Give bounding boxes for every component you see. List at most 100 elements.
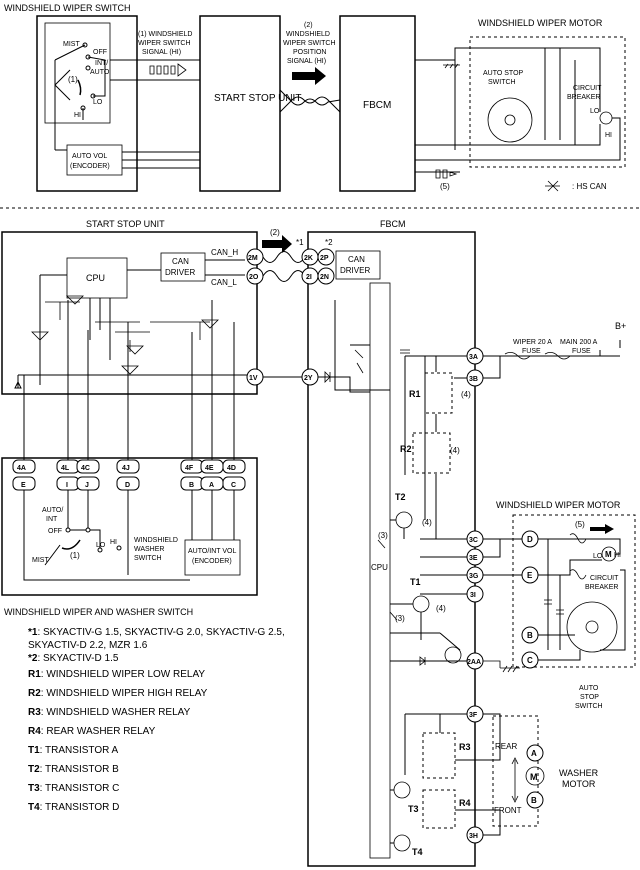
bottom-fbcm-box bbox=[307, 231, 476, 867]
svg-text:AUTO/INT VOL: AUTO/INT VOL bbox=[188, 548, 236, 555]
legend-row-0: *1: SKYACTIV-G 1.5, SKYACTIV-G 2.0, SKYA… bbox=[28, 627, 285, 638]
svg-text:A: A bbox=[209, 482, 214, 489]
svg-text:MIST: MIST bbox=[32, 557, 49, 564]
relay-r4-label: R4 bbox=[459, 798, 471, 808]
legend-row-8: T2: TRANSISTOR B bbox=[28, 764, 119, 775]
top-n1-label: (1) bbox=[68, 75, 78, 84]
motor-cb-2: BREAKER bbox=[585, 584, 618, 591]
bottom-cpu-box bbox=[66, 257, 128, 299]
legend-key: T3 bbox=[28, 783, 40, 794]
top-hs-can-label: : HS CAN bbox=[572, 182, 607, 191]
svg-text:3I: 3I bbox=[470, 592, 476, 599]
svg-text:SWITCH: SWITCH bbox=[134, 555, 162, 562]
top-sig1-line1: (1) WINDSHIELD bbox=[138, 31, 192, 38]
svg-text:(5): (5) bbox=[575, 520, 585, 529]
top-auto-vol-label-2: (ENCODER) bbox=[70, 163, 110, 170]
bottom-can-driver-1: CAN bbox=[172, 257, 189, 266]
top-auto-label: AUTO bbox=[90, 69, 110, 76]
svg-text:4L: 4L bbox=[61, 465, 70, 472]
fbcm-cpu-label: CPU bbox=[371, 563, 388, 572]
top-auto-vol-label: AUTO VOL bbox=[72, 153, 107, 160]
relay-r1 bbox=[424, 372, 453, 414]
bottom-ssu-title: START STOP UNIT bbox=[86, 219, 165, 229]
relay-r4 bbox=[422, 789, 456, 829]
washer-rear: REAR bbox=[495, 742, 517, 751]
fbcm-term-2N bbox=[317, 267, 335, 285]
svg-text:(3): (3) bbox=[378, 531, 388, 540]
svg-text:C: C bbox=[231, 482, 236, 489]
bottom-fbcm-title: FBCM bbox=[380, 219, 406, 229]
svg-text:3B: 3B bbox=[469, 376, 478, 383]
svg-text:M: M bbox=[605, 550, 612, 559]
svg-text:AUTO/: AUTO/ bbox=[42, 507, 63, 514]
legend-key: T2 bbox=[28, 764, 40, 775]
svg-text:D: D bbox=[527, 535, 533, 544]
top-start-stop-label: START STOP UNIT bbox=[214, 93, 301, 104]
legend-key: *2 bbox=[28, 653, 38, 664]
top-mist-label: MIST bbox=[63, 41, 80, 48]
svg-text:LO: LO bbox=[96, 542, 106, 549]
motor-cb-1: CIRCUIT bbox=[590, 575, 619, 582]
motor-autostop-disc bbox=[566, 601, 618, 653]
washer-term-A bbox=[526, 744, 544, 762]
switch-terminal-row-top bbox=[12, 459, 246, 474]
legend-row-1: SKYACTIV-D 2.2, MZR 1.6 bbox=[28, 640, 147, 651]
transistor-t1-label: T1 bbox=[410, 577, 421, 587]
legend-row-3: R1: WINDSHIELD WIPER LOW RELAY bbox=[28, 669, 205, 680]
legend-key: R1 bbox=[28, 669, 41, 680]
svg-text:(4): (4) bbox=[436, 604, 446, 613]
motor-autostop-3: SWITCH bbox=[575, 703, 603, 710]
top-circuit-breaker-label: CIRCUIT bbox=[573, 85, 602, 92]
top-off-label: OFF bbox=[93, 49, 107, 56]
fbcm-can-driver-box bbox=[335, 250, 381, 280]
legend-text: : SKYACTIV-G 1.5, SKYACTIV-G 2.0, SKYACT… bbox=[37, 627, 285, 638]
top-motor-m bbox=[599, 111, 613, 125]
svg-text:B: B bbox=[189, 482, 194, 489]
top-sig2-line5: SIGNAL (HI) bbox=[287, 58, 326, 65]
legend-row-9: T3: TRANSISTOR C bbox=[28, 783, 119, 794]
bottom-ssu-box bbox=[1, 231, 258, 395]
svg-text:M: M bbox=[530, 772, 538, 782]
top-wiper-switch-title: WINDSHIELD WIPER SWITCH bbox=[4, 3, 131, 13]
svg-text:(4): (4) bbox=[450, 446, 460, 455]
legend-row-10: T4: TRANSISTOR D bbox=[28, 802, 119, 813]
legend-row-2: *2: SKYACTIV-D 1.5 bbox=[28, 653, 118, 664]
legend-key: R4 bbox=[28, 726, 41, 737]
washer-motor-box bbox=[492, 715, 539, 827]
fuse-wiper-1: WIPER 20 A bbox=[513, 339, 552, 346]
top-auto-vol-box bbox=[66, 144, 123, 176]
bottom-can-l: CAN_L bbox=[211, 278, 237, 287]
legend-row-5: R3: WINDSHIELD WASHER RELAY bbox=[28, 707, 190, 718]
bottom-motor-title: WINDSHIELD WIPER MOTOR bbox=[496, 500, 621, 510]
bottom-n2: (2) bbox=[270, 228, 280, 237]
svg-text:C: C bbox=[527, 656, 533, 665]
legend-text: SKYACTIV-D 2.2, MZR 1.6 bbox=[28, 640, 148, 651]
motor-autostop-1: AUTO bbox=[579, 685, 599, 692]
top-start-stop-box bbox=[199, 15, 281, 192]
legend-text: : WINDSHIELD WIPER HIGH RELAY bbox=[40, 688, 208, 699]
washer-m-symbol bbox=[525, 766, 545, 786]
svg-text:CAN: CAN bbox=[348, 255, 365, 264]
svg-text:E: E bbox=[527, 571, 533, 580]
legend-row-6: R4: REAR WASHER RELAY bbox=[28, 726, 155, 737]
legend-text: : SKYACTIV-D 1.5 bbox=[37, 653, 119, 664]
svg-text:4J: 4J bbox=[122, 465, 130, 472]
svg-text:(4): (4) bbox=[461, 390, 471, 399]
svg-text:A: A bbox=[531, 749, 537, 758]
bottom-n2-arrow bbox=[262, 235, 292, 253]
top-sig2-line1: (2) bbox=[304, 22, 313, 29]
relay-r2 bbox=[412, 432, 451, 474]
svg-text:2O: 2O bbox=[249, 274, 259, 281]
legend-key: R3 bbox=[28, 707, 41, 718]
svg-text:J: J bbox=[85, 482, 89, 489]
legend-text: : TRANSISTOR C bbox=[39, 783, 120, 794]
svg-text:3H: 3H bbox=[469, 833, 478, 840]
top-switch-inner bbox=[44, 22, 111, 124]
top-hi-label: HI bbox=[74, 112, 81, 119]
top-sig2-line2: WINDSHIELD bbox=[286, 31, 330, 38]
svg-text:1V: 1V bbox=[249, 375, 258, 382]
top-circuit-breaker-label-2: BREAKER bbox=[567, 94, 600, 101]
svg-text:2K: 2K bbox=[304, 255, 313, 262]
top-motor-title: WINDSHIELD WIPER MOTOR bbox=[478, 18, 603, 28]
